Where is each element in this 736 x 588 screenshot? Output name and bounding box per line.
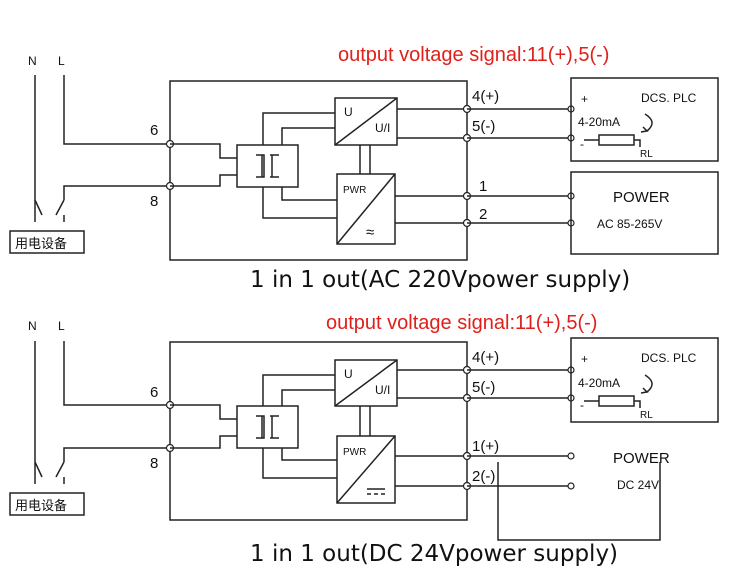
power-module-label: PWR [343, 185, 366, 196]
load-device-box [9, 230, 85, 254]
power-module-box [336, 435, 396, 504]
terminal-6-label: 6 [150, 122, 158, 139]
diagram-dc-supply: output voltage signal:11(+),5(-) N L 用电设… [9, 312, 719, 567]
plc-label: DCS. PLC [641, 351, 697, 365]
transformer-symbol [256, 415, 279, 439]
terminal-6-label: 6 [150, 384, 158, 401]
signal-wire-a [262, 374, 335, 406]
terminal-1-label: 1 [479, 178, 487, 195]
signal-converter-box [334, 97, 398, 146]
signal-wire-b [281, 389, 335, 406]
ac-symbol: ≈ [366, 224, 374, 241]
return-wire [63, 185, 170, 200]
converter-output-label: U/I [375, 383, 390, 397]
signal-wire-b [281, 127, 335, 145]
converter-input-label: U [344, 367, 353, 381]
converter-output-label: U/I [375, 121, 390, 135]
output-signal-heading: output voltage signal:11(+),5(-) [326, 312, 597, 334]
current-range-label: 4-20mA [578, 376, 620, 390]
power-diagonal [336, 435, 396, 504]
power-wire-b [262, 448, 337, 479]
plc-plus-label: + [581, 92, 588, 106]
power-wire-b [262, 187, 337, 219]
current-loop-arrow [644, 374, 653, 393]
switch-line [55, 199, 65, 216]
plc-plus-label: + [581, 352, 588, 366]
switch-line [55, 461, 65, 478]
converter-diagonal [334, 97, 398, 146]
current-loop-arrow [644, 113, 653, 132]
isolation-transformer [236, 405, 299, 449]
terminal-8-label: 8 [150, 455, 158, 472]
plc-box [570, 77, 719, 162]
input-wire-b [170, 174, 237, 187]
power-supply-box [570, 171, 719, 255]
isolation-transformer [236, 144, 299, 188]
diagram-ac-supply: output voltage signal:11(+),5(-) N L 用电设… [9, 44, 719, 293]
input-wire-b [170, 435, 237, 449]
neutral-wire [34, 341, 43, 478]
plc-minus-label: - [580, 137, 584, 151]
converter-supply [359, 406, 371, 436]
input-wire-a [170, 404, 237, 420]
dc-symbol [367, 488, 385, 495]
current-loop-arrowhead [640, 126, 649, 133]
line-wire [63, 341, 170, 406]
power-1-node [567, 452, 575, 460]
terminal-5-label: 5(-) [472, 118, 495, 135]
power-wire-a [281, 448, 337, 461]
load-device-label: 用电设备 [15, 236, 67, 252]
load-device-label: 用电设备 [15, 498, 67, 514]
power-supply-title: POWER [613, 450, 670, 467]
line-label: L [58, 319, 65, 333]
power-2-node [567, 482, 575, 490]
power-supply-box [497, 462, 661, 541]
isolator-module-box [169, 341, 468, 521]
load-resistor [598, 395, 635, 407]
terminal-8-label: 8 [150, 193, 158, 210]
terminal-2-label: 2 [479, 206, 487, 223]
plc-minus-label: - [580, 398, 584, 412]
terminal-1-label: 1(+) [472, 438, 499, 455]
converter-input-label: U [344, 105, 353, 119]
terminal-4-label: 4(+) [472, 349, 499, 366]
terminal-4-label: 4(+) [472, 88, 499, 105]
load-resistor-leads [584, 400, 641, 408]
load-resistor [598, 134, 635, 146]
power-supply-range: AC 85-265V [597, 217, 662, 231]
signal-converter-box [334, 359, 398, 407]
terminal-5-label: 5(-) [472, 379, 495, 396]
power-supply-title: POWER [613, 189, 670, 206]
return-wire [63, 447, 170, 462]
transformer-symbol [256, 154, 279, 178]
input-wire-a [170, 143, 237, 159]
terminal-2-label: 2(-) [472, 468, 495, 485]
power-wire-a [281, 187, 337, 201]
load-resistor-label: RL [640, 149, 653, 160]
load-resistor-leads [584, 139, 641, 147]
plc-box [570, 337, 719, 423]
power-module-box [336, 173, 396, 245]
diagram-title: 1 in 1 out(AC 220Vpower supply) [250, 267, 630, 293]
plc-label: DCS. PLC [641, 91, 697, 105]
line-wire [63, 75, 170, 145]
converter-supply [359, 145, 371, 174]
load-resistor-label: RL [640, 410, 653, 421]
load-device-box [9, 492, 85, 516]
neutral-label: N [28, 319, 37, 333]
current-loop-arrowhead [640, 387, 649, 394]
power-supply-range: DC 24V [617, 478, 659, 492]
converter-diagonal [334, 359, 398, 407]
neutral-label: N [28, 54, 37, 68]
power-module-label: PWR [343, 447, 366, 458]
current-range-label: 4-20mA [578, 115, 620, 129]
power-diagonal [336, 173, 396, 245]
isolator-module-box [169, 80, 468, 261]
line-label: L [58, 54, 65, 68]
signal-wire-a [262, 112, 335, 145]
output-signal-heading: output voltage signal:11(+),5(-) [338, 44, 609, 66]
neutral-wire [34, 75, 43, 216]
diagram-title: 1 in 1 out(DC 24Vpower supply) [250, 541, 618, 567]
